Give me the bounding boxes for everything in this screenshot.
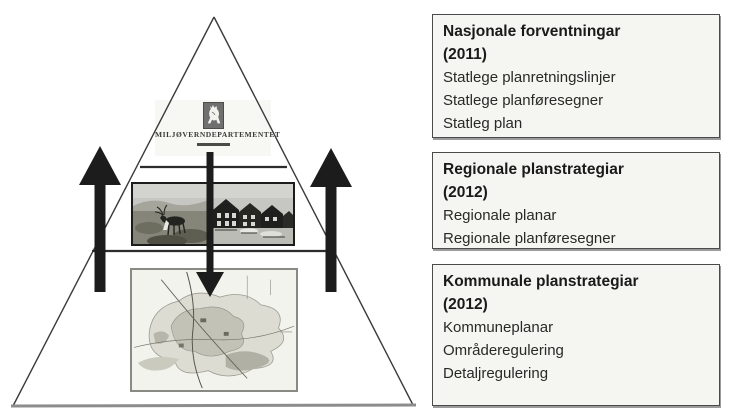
box-item: Statlege planretningslinjer	[443, 69, 616, 86]
ministry-name: MILJØVERNDEPARTEMENTET	[155, 130, 281, 139]
box-item: Detaljregulering	[443, 365, 549, 382]
box-regional-strategies: Regionale planstrategiar (2012) Regional…	[432, 152, 720, 249]
logo-rule	[196, 143, 230, 146]
box-item: Områderegulering	[443, 342, 564, 359]
box-item: Regionale planar	[443, 207, 557, 224]
triangle-base	[10, 403, 417, 408]
ministry-logo: MILJØVERNDEPARTEMENTET	[155, 100, 281, 156]
municipal-map	[130, 268, 298, 392]
box-national-expectations: Nasjonale forventningar (2011) Statlege …	[432, 14, 720, 138]
box-year: (2012)	[443, 296, 488, 313]
box-year: (2012)	[443, 184, 488, 201]
pyramid: MILJØVERNDEPARTEMENTET	[10, 16, 417, 408]
box-item: Kommuneplanar	[443, 319, 554, 336]
map-graphic	[132, 270, 296, 390]
box-item: Regionale planføresegner	[443, 230, 616, 247]
box-title: Kommunale planstrategiar	[443, 273, 639, 290]
box-title: Nasjonale forventningar	[443, 23, 621, 40]
box-item: Statlege planføresegner	[443, 92, 604, 109]
box-municipal-strategies: Kommunale planstrategiar (2012) Kommunep…	[432, 264, 720, 406]
box-item: Statleg plan	[443, 115, 523, 132]
reindeer-and-houses-photo	[131, 182, 295, 246]
photo-graphic	[133, 184, 293, 244]
box-title: Regionale planstrategiar	[443, 161, 624, 178]
box-year: (2011)	[443, 46, 487, 63]
up-arrow-left-icon	[79, 146, 121, 292]
coat-of-arms-icon	[202, 102, 224, 129]
up-arrow-right-icon	[310, 148, 352, 292]
